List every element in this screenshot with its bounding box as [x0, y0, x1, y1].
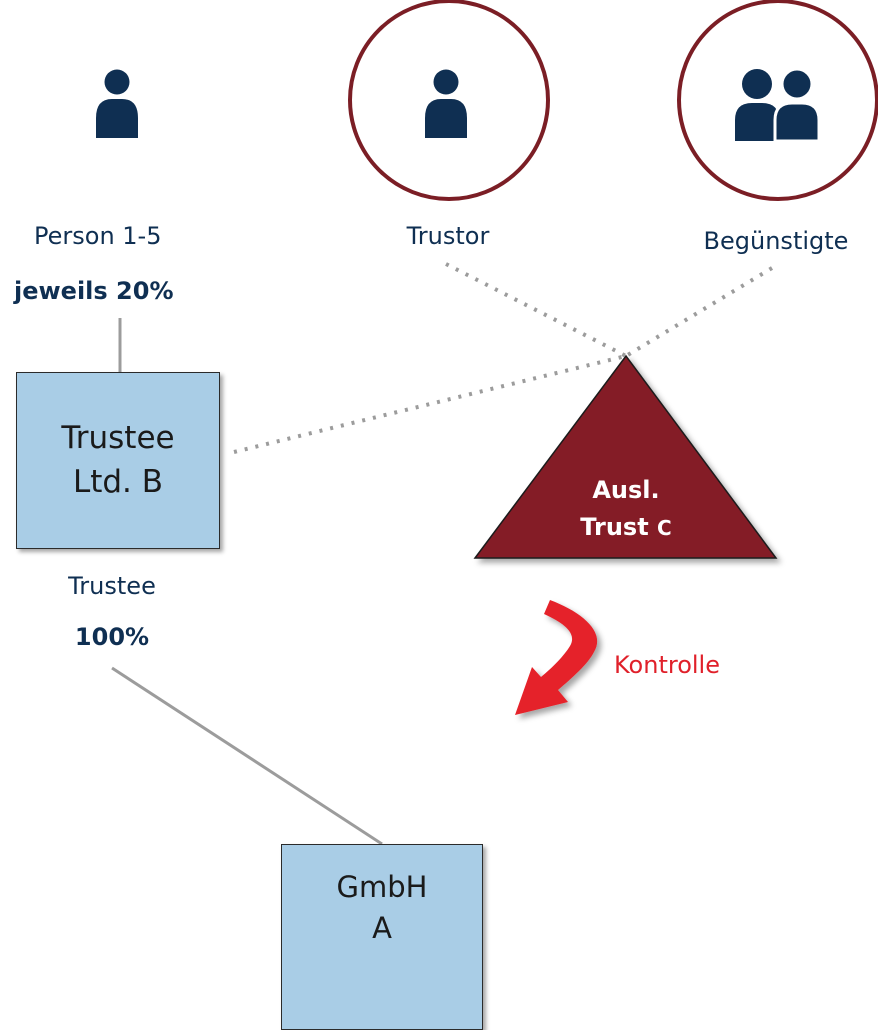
trust-label: Ausl. Trust C	[556, 472, 696, 546]
control-label: Kontrolle	[614, 651, 720, 679]
two-persons-icon	[735, 67, 821, 143]
trust-triangle	[473, 354, 778, 559]
beneficiaries-label: Begünstigte	[703, 227, 849, 255]
connector-trustee-gmbh	[111, 666, 383, 846]
gmbh-box-line1: GmbH	[336, 870, 428, 904]
dotted-trustee-trust	[233, 354, 627, 454]
person-label: Person 1-5	[34, 222, 162, 250]
control-arrow	[515, 600, 598, 715]
dotted-trustor-trust	[445, 262, 627, 358]
person-share-label: jeweils 20%	[14, 277, 174, 305]
trust-label-line2: Trust C	[556, 509, 696, 546]
trust-label-line1: Ausl.	[592, 476, 660, 504]
trust-label-main: Trust	[580, 513, 649, 542]
trustee-box: Trustee Ltd. B	[16, 372, 220, 549]
trustee-role-label: Trustee	[68, 572, 156, 600]
person-icon	[96, 69, 138, 138]
gmbh-box: GmbH A	[281, 844, 483, 1030]
trustee-box-line1: Trustee	[61, 420, 175, 457]
gmbh-box-line2: A	[372, 910, 392, 945]
trust-label-suffix: C	[657, 516, 672, 541]
trustor-label: Trustor	[406, 222, 490, 250]
beneficiaries-circle	[677, 0, 878, 201]
trustee-box-line2: Ltd. B	[72, 463, 164, 500]
person-icon	[425, 69, 467, 138]
dotted-beneficiaries-trust	[624, 266, 774, 358]
trustee-share-label: 100%	[74, 623, 150, 651]
